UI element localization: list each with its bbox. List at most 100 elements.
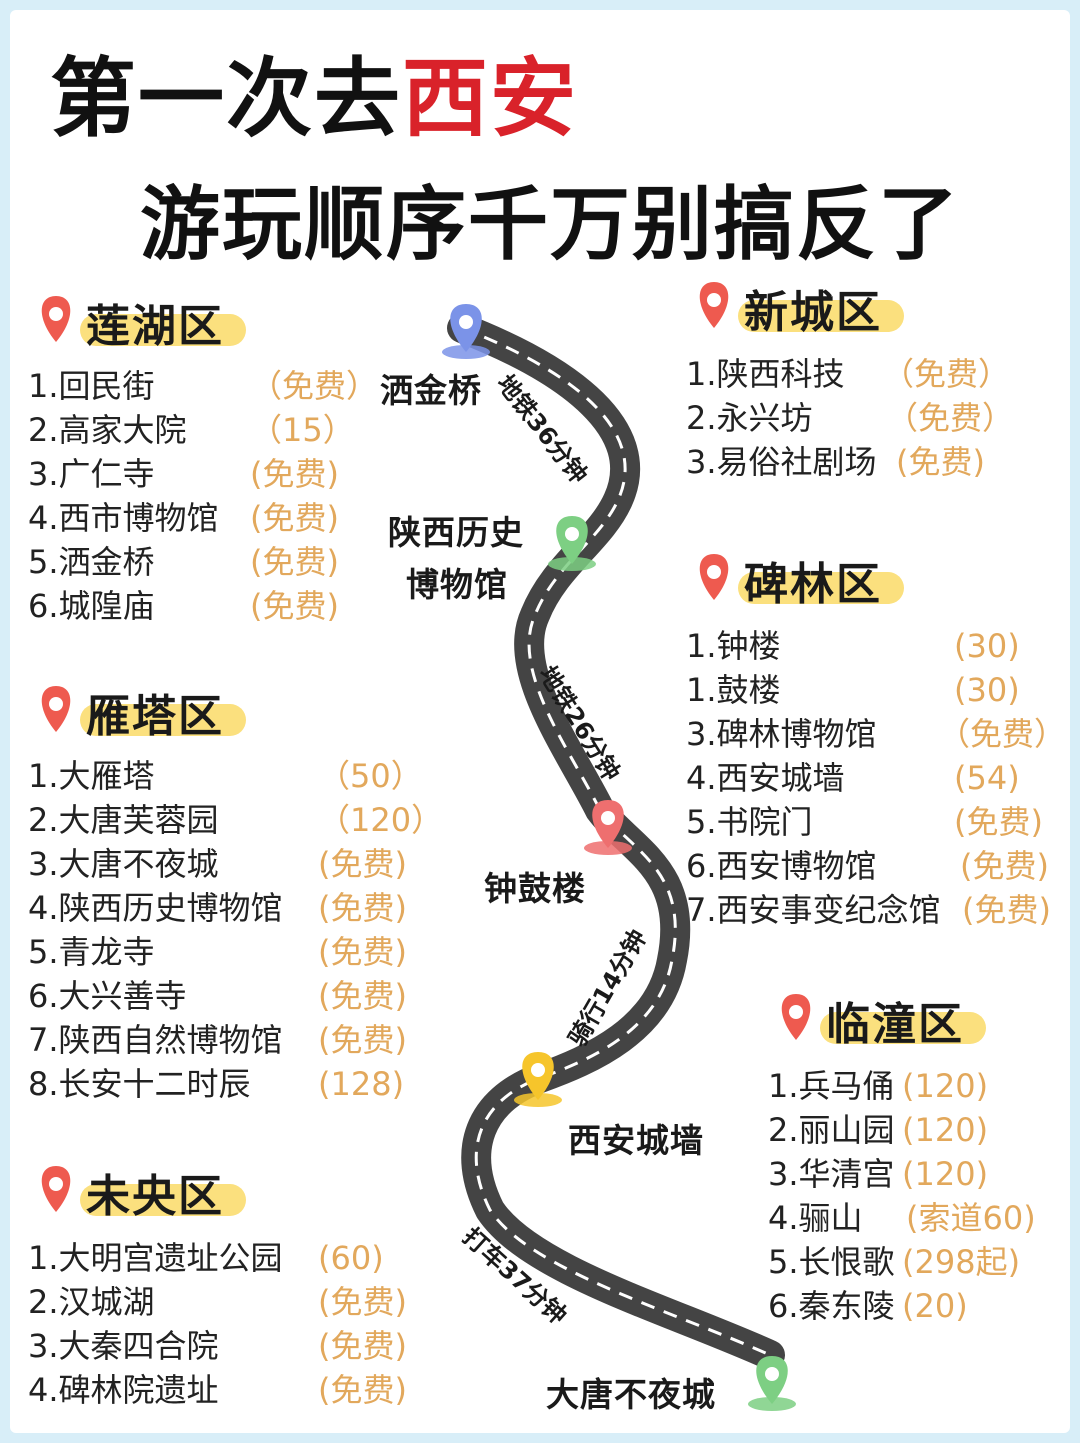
list-item: 4.碑林院遗址(免费) — [28, 1368, 428, 1412]
list-item: 8.长安十二时辰 (128) — [28, 1062, 428, 1106]
district-highlight — [738, 300, 904, 332]
route-road — [41, 282, 811, 1411]
list-item: 1.钟楼(30) — [686, 624, 1070, 668]
district-name: 莲湖区 — [86, 301, 224, 352]
list-item: 4.骊山(索道60) — [768, 1196, 1058, 1240]
list-item: 1.回民街（免费） — [28, 364, 378, 408]
attraction-price: (120) — [902, 1155, 989, 1193]
attraction-name: 7.陕西自然博物馆 — [28, 1021, 283, 1059]
attraction-name: 1.陕西科技 — [686, 355, 845, 393]
stop-sajinqiao: 洒金桥 — [380, 371, 482, 410]
attraction-price: (128) — [318, 1065, 405, 1103]
attraction-price: （15） — [250, 411, 355, 449]
attraction-name: 1.大明宫遗址公园 — [28, 1239, 283, 1277]
attraction-name: 3.碑林博物馆 — [686, 715, 877, 753]
attraction-name: 4.陕西历史博物馆 — [28, 889, 283, 927]
location-pin-icon — [781, 994, 811, 1040]
attraction-price: (120) — [902, 1067, 989, 1105]
attraction-name: 2.丽山园 — [768, 1111, 895, 1149]
title-line-1: 第一次去西安 — [50, 28, 578, 153]
attraction-price: (免费) — [318, 1021, 407, 1059]
district-yanta-header: 雁塔区 — [50, 680, 250, 742]
list-item: 3.碑林博物馆（免费） — [686, 712, 1070, 756]
list-item: 2.丽山园(120) — [768, 1108, 1058, 1152]
pin-chengqiang-icon — [514, 1052, 562, 1107]
attraction-price: （50） — [318, 757, 423, 795]
list-item: 1.大雁塔（50） — [28, 754, 428, 798]
attraction-price: (免费) — [960, 847, 1049, 885]
stop-zhonggulou: 钟鼓楼 — [484, 869, 586, 908]
attraction-price: (免费) — [250, 499, 339, 537]
list-item: 3.大唐不夜城 (免费) — [28, 842, 428, 886]
location-pin-icon — [41, 1166, 71, 1212]
list-item: 3.广仁寺 (免费) — [28, 452, 368, 496]
list-item: 5.长恨歌(298起) — [768, 1240, 1058, 1284]
attraction-name: 5.洒金桥 — [28, 543, 155, 581]
attraction-name: 5.书院门 — [686, 803, 813, 841]
attraction-price: (免费) — [318, 1327, 407, 1365]
list-item: 7.陕西自然博物馆 (免费) — [28, 1018, 428, 1062]
attraction-name: 2.汉城湖 — [28, 1283, 155, 1321]
attraction-name: 6.西安博物馆 — [686, 847, 877, 885]
list-item: 2.汉城湖 (免费) — [28, 1280, 428, 1324]
road-center-dashes — [461, 326, 771, 1357]
pin-datang-icon — [748, 1356, 796, 1411]
attraction-price: (免费) — [318, 933, 407, 971]
attraction-price: (免费) — [318, 1371, 407, 1409]
district-highlight — [80, 704, 246, 736]
attraction-price: (免费) — [318, 1283, 407, 1321]
list-item: 6.秦东陵(20) — [768, 1284, 1058, 1328]
attraction-name: 3.大唐不夜城 — [28, 845, 219, 883]
attraction-price: （免费） — [250, 367, 379, 405]
attraction-name: 6.大兴善寺 — [28, 977, 187, 1015]
attraction-price: (30) — [954, 627, 1020, 665]
attraction-price: （120） — [318, 801, 444, 839]
attraction-name: 1.鼓楼 — [686, 671, 781, 709]
district-name: 临潼区 — [826, 999, 964, 1050]
district-highlight — [80, 1184, 246, 1216]
location-pin-icon — [41, 686, 71, 732]
stop-datang: 大唐不夜城 — [546, 1375, 716, 1414]
list-item: 3.华清宫(120) — [768, 1152, 1058, 1196]
attraction-name: 7.西安事变纪念馆 — [686, 891, 941, 929]
list-item: 4.西安城墙(54) — [686, 756, 1070, 800]
attraction-price: (免费) — [318, 845, 407, 883]
attraction-name: 2.永兴坊 — [686, 399, 813, 437]
list-item: 4.陕西历史博物馆(免费) — [28, 886, 428, 930]
attraction-price: (30) — [954, 671, 1020, 709]
list-item: 2.永兴坊（免费） — [686, 396, 1056, 440]
attraction-name: 8.长安十二时辰 — [28, 1065, 251, 1103]
district-lintong-header: 临潼区 — [790, 988, 990, 1050]
title-city: 西安 — [402, 49, 578, 149]
attraction-price: (免费) — [896, 443, 985, 481]
attraction-name: 6.城隍庙 — [28, 587, 155, 625]
title-line-2: 游玩顺序千万别搞反了 — [140, 178, 960, 271]
list-item: 5.洒金桥 (免费) — [28, 540, 368, 584]
district-lianhu-list: 1.回民街（免费） 2.高家大院（15） 3.广仁寺(免费) 4.西市博物馆(免… — [28, 364, 378, 628]
attraction-name: 5.长恨歌 — [768, 1243, 895, 1281]
district-name: 新城区 — [744, 287, 882, 338]
attraction-price: (免费) — [250, 455, 339, 493]
attraction-name: 3.广仁寺 — [28, 455, 155, 493]
attraction-price: (60) — [318, 1239, 384, 1277]
attraction-name: 3.华清宫 — [768, 1155, 895, 1193]
list-item: 3.大秦四合院(免费) — [28, 1324, 428, 1368]
district-highlight — [80, 314, 246, 346]
list-item: 6.城隍庙 (免费) — [28, 584, 368, 628]
district-xincheng-header: 新城区 — [708, 276, 908, 338]
attraction-name: 6.秦东陵 — [768, 1287, 895, 1325]
attraction-price: （免费） — [882, 355, 1011, 393]
stop-chengqiang: 西安城墙 — [568, 1121, 704, 1160]
list-item: 1.鼓楼 (30) — [686, 668, 1070, 712]
district-highlight — [738, 572, 904, 604]
pin-museum-icon — [548, 516, 596, 571]
attraction-price: (免费) — [250, 543, 339, 581]
district-weiyang-list: 1.大明宫遗址公园 (60) 2.汉城湖 (免费) 3.大秦四合院(免费) 4.碑林… — [28, 1236, 428, 1412]
pin-zhonggulou-icon — [584, 800, 632, 855]
list-item: 2.大唐芙蓉园（120） — [28, 798, 443, 842]
list-item: 6.大兴善寺(免费) — [28, 974, 428, 1018]
district-yanta-list: 1.大雁塔（50） 2.大唐芙蓉园（120） 3.大唐不夜城 (免费) 4.陕西历… — [28, 754, 443, 1106]
list-item: 2.高家大院（15） — [28, 408, 368, 452]
attraction-price: (免费) — [250, 587, 339, 625]
stop-museum-line2: 博物馆 — [406, 565, 508, 604]
